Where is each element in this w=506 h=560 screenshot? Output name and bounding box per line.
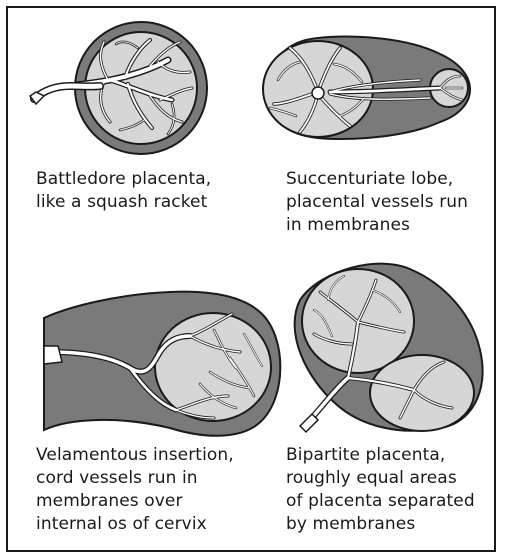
bipartite-caption: Bipartite placenta, roughly equal areas … [286, 444, 496, 536]
bipartite-cord [300, 414, 318, 432]
battledore-caption: Battledore placenta, like a squash racke… [36, 168, 256, 214]
velamentous-caption: Velamentous insertion, cord vessels run … [36, 444, 266, 536]
velamentous-insertion-drawing [44, 292, 280, 436]
bipartite-placenta-drawing [295, 264, 483, 432]
succenturiate-lobe-drawing [263, 37, 470, 140]
velamentous-placenta-disc [155, 313, 271, 421]
succenturiate-caption: Succenturiate lobe, placental vessels ru… [286, 168, 496, 237]
bipartite-lower-lobe [370, 355, 474, 431]
velamentous-cord [44, 346, 62, 364]
succenturiate-cord-insertion [312, 87, 324, 99]
battledore-placenta-drawing [30, 22, 207, 154]
